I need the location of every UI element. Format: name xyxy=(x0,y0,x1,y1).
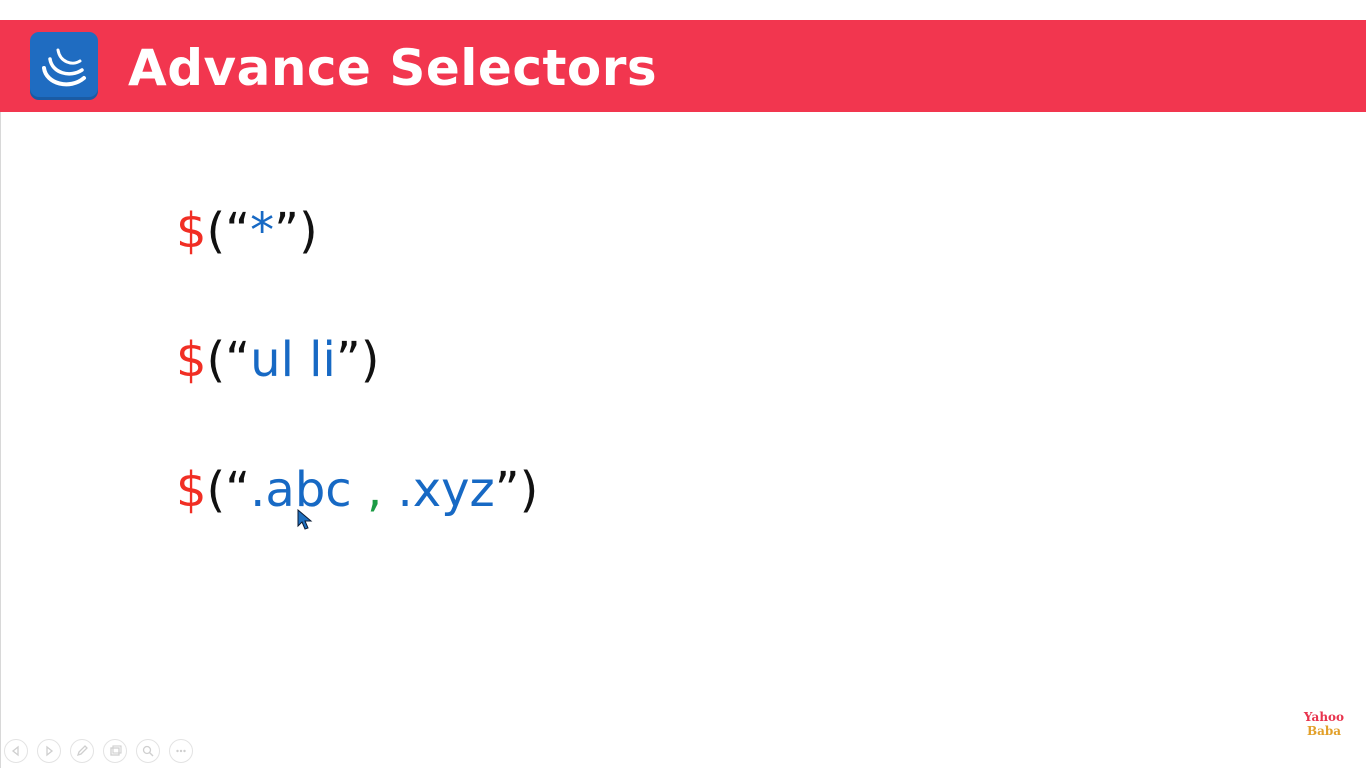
slide-edge xyxy=(0,112,1,768)
top-strip xyxy=(0,0,1366,20)
slides-icon[interactable] xyxy=(103,739,127,763)
close-paren: ) xyxy=(299,203,318,259)
pen-icon[interactable] xyxy=(70,739,94,763)
open-quote: “ xyxy=(225,332,251,388)
slide-header-banner: Advance Selectors xyxy=(0,20,1366,112)
close-quote: ” xyxy=(494,462,520,518)
close-paren: ) xyxy=(360,332,380,388)
code-line-universal: $(“*”) xyxy=(176,199,318,263)
dollar-sign: $ xyxy=(176,332,207,388)
selector-separator: , xyxy=(366,462,383,518)
open-paren: ( xyxy=(206,462,226,518)
watermark-line-1: Yahoo xyxy=(1303,710,1345,724)
open-paren: ( xyxy=(206,332,226,388)
selector-text: ul li xyxy=(250,332,336,388)
open-paren: ( xyxy=(206,203,226,259)
presenter-controls xyxy=(4,739,193,763)
selector-text: * xyxy=(250,203,275,259)
previous-icon[interactable] xyxy=(4,739,28,763)
dollar-sign: $ xyxy=(176,462,207,518)
slide-title: Advance Selectors xyxy=(128,39,658,97)
dollar-sign: $ xyxy=(176,203,207,259)
more-icon[interactable] xyxy=(169,739,193,763)
zoom-icon[interactable] xyxy=(136,739,160,763)
watermark-line-2: Baba xyxy=(1306,724,1342,738)
next-icon[interactable] xyxy=(37,739,61,763)
close-quote: ” xyxy=(274,203,300,259)
channel-watermark: Yahoo Baba xyxy=(1300,710,1348,738)
code-line-multiple: $(“.abc , .xyz”) xyxy=(176,458,538,522)
code-line-descendant: $(“ul li”) xyxy=(176,328,379,392)
open-quote: “ xyxy=(225,203,251,259)
close-paren: ) xyxy=(519,462,539,518)
jquery-logo-icon xyxy=(30,32,98,100)
selector-text-a: .abc xyxy=(250,462,352,518)
mouse-cursor-icon xyxy=(297,508,313,531)
selector-text-b: .xyz xyxy=(397,462,495,518)
close-quote: ” xyxy=(335,332,361,388)
open-quote: “ xyxy=(225,462,251,518)
